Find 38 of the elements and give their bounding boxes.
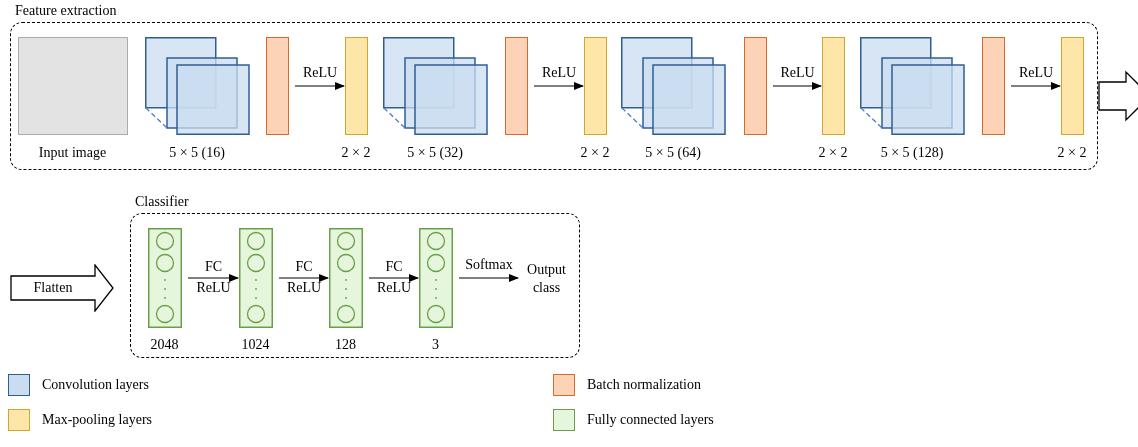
output-label: Output class [526, 260, 567, 297]
layer-caption: 3 [432, 335, 439, 354]
layer-caption: 5 × 5 (128) [880, 143, 944, 162]
arrow [294, 82, 345, 90]
legend-text: Batch normalization [587, 376, 701, 394]
block-arrow-text: Flatten [33, 279, 73, 297]
arrow [278, 274, 329, 282]
arrow [458, 274, 519, 282]
arrow [187, 274, 239, 282]
layer-caption: 2 × 2 [580, 143, 610, 162]
legend-text: Fully connected layers [587, 411, 714, 429]
layer-caption: 2 × 2 [1057, 143, 1087, 162]
arrow [533, 82, 584, 90]
layer-caption: 1024 [241, 335, 270, 354]
layer-caption: 128 [335, 335, 356, 354]
edge-label: ReLU [1018, 64, 1054, 82]
layer-caption: 5 × 5 (16) [169, 143, 225, 162]
edge-label: Softmax [465, 256, 513, 274]
layer-caption: 5 × 5 (64) [645, 143, 701, 162]
edge-label: ReLU [302, 64, 338, 82]
arrow [772, 82, 822, 90]
layer-caption: 5 × 5 (32) [407, 143, 463, 162]
block-arrow [1098, 70, 1138, 122]
edge-label: ReLU [780, 64, 815, 82]
layer-caption: 2048 [150, 335, 179, 354]
edge-label: FC ReLU [285, 258, 323, 297]
legend-text: Max-pooling layers [42, 411, 153, 429]
layer-caption: 2 × 2 [341, 143, 371, 162]
group-title: Feature extraction [15, 2, 117, 20]
layer-caption: Input image [38, 143, 107, 162]
edge-label: FC ReLU [375, 258, 413, 297]
edge-label: ReLU [541, 64, 577, 82]
group-title: Classifier [135, 193, 189, 211]
arrow [368, 274, 419, 282]
layer-caption: 2 × 2 [818, 143, 848, 162]
arrow [1010, 82, 1061, 90]
edge-label: FC ReLU [195, 258, 232, 297]
legend-text: Convolution layers [42, 376, 149, 394]
